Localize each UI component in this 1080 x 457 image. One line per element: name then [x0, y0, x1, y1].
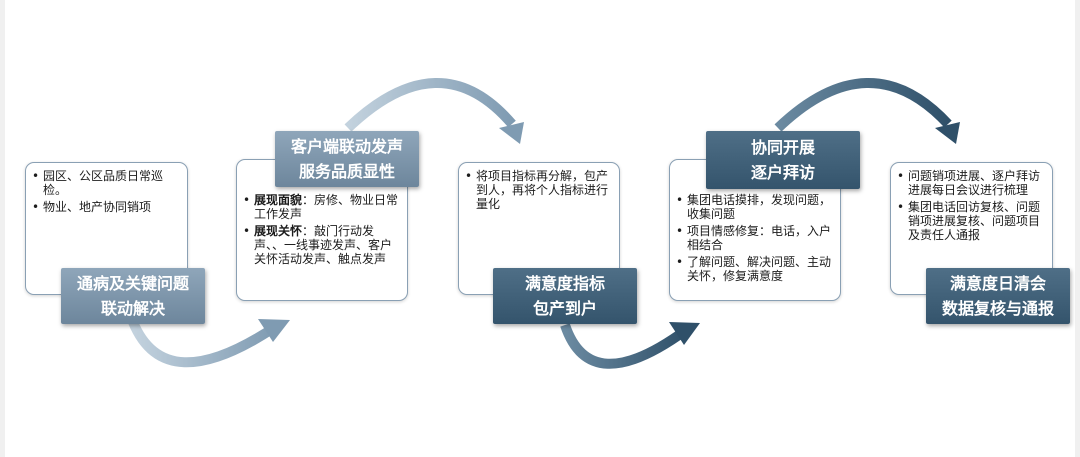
step5-label: 满意度日清会 数据复核与通报 [926, 268, 1070, 324]
step2-label: 客户端联动发声 服务品质显性 [275, 131, 419, 187]
step5-label-line: 满意度日清会 [949, 274, 1046, 293]
step1-label-line: 联动解决 [100, 299, 165, 318]
step3-label: 满意度指标 包产到户 [493, 268, 637, 324]
step3-label-line: 包产到户 [532, 299, 597, 318]
step4-bullet: 了解问题、解决问题、主动关怀，修复满意度 [675, 255, 834, 283]
step1-bullet: 物业、地产协同销项 [31, 200, 181, 214]
step2-bullet-bold: 展现面貌 [254, 193, 303, 207]
arrow-bottom-2 [560, 323, 689, 369]
right-edge-bar [1075, 0, 1080, 457]
step3-label-line: 满意度指标 [524, 274, 605, 293]
step5-bullet: 问题销项进展、逐户拜访进展每日会议进行梳理 [896, 169, 1046, 197]
arrow-top-1-head [499, 122, 524, 144]
step1-bullet: 园区、公区品质日常巡检。 [31, 169, 181, 197]
arrow-top-2 [774, 78, 952, 132]
step4-label-line: 协同开展 [750, 138, 815, 157]
step1-label: 通病及关键问题 联动解决 [61, 268, 205, 324]
step2-label-line: 服务品质显性 [298, 162, 395, 181]
arrow-bottom-1 [128, 319, 278, 368]
step2-bullets: 展现面貌：房修、物业日常工作发声 展现关怀：敲门行动发声、、一线事迹发声、客户关… [242, 193, 401, 266]
step1-bullets: 园区、公区品质日常巡检。 物业、地产协同销项 [31, 169, 181, 214]
step4-bullet: 项目情感修复：电话，入户相结合 [675, 224, 834, 252]
arrow-bottom-1-head [258, 319, 290, 342]
arrow-top-1 [344, 78, 516, 132]
step2-bullet: 展现面貌：房修、物业日常工作发声 [242, 193, 401, 221]
step2-bullet-text: ：房修、物业日常工作发声 [254, 193, 399, 221]
step4-label: 协同开展 逐户拜访 [706, 131, 860, 189]
step5-bullet: 集团电话回访复核、问题销项进展复核、问题项目及责任人通报 [896, 200, 1046, 242]
step4-bullet: 集团电话摸排，发现问题，收集问题 [675, 193, 834, 221]
left-edge-bar [0, 0, 5, 457]
arrow-bottom-2-head [669, 322, 700, 345]
step2-bullet: 展现关怀：敲门行动发声、、一线事迹发声、客户关怀活动发声、触点发声 [242, 224, 401, 266]
step2-bullet-text: ：敲门行动发声、、一线事迹发声、客户关怀活动发声、触点发声 [254, 224, 393, 266]
arrow-top-2-head [935, 122, 960, 144]
step4-bullets: 集团电话摸排，发现问题，收集问题 项目情感修复：电话，入户相结合 了解问题、解决… [675, 193, 834, 283]
step1-label-line: 通病及关键问题 [76, 274, 189, 293]
step3-bullet: 将项目指标再分解，包产到人，再将个人指标进行量化 [464, 169, 613, 211]
step2-label-line: 客户端联动发声 [290, 137, 403, 156]
step4-label-line: 逐户拜访 [750, 163, 815, 182]
step5-bullets: 问题销项进展、逐户拜访进展每日会议进行梳理 集团电话回访复核、问题销项进展复核、… [896, 169, 1046, 242]
step5-label-line: 数据复核与通报 [941, 299, 1054, 318]
step3-bullets: 将项目指标再分解，包产到人，再将个人指标进行量化 [464, 169, 613, 211]
step2-bullet-bold: 展现关怀 [254, 224, 303, 238]
